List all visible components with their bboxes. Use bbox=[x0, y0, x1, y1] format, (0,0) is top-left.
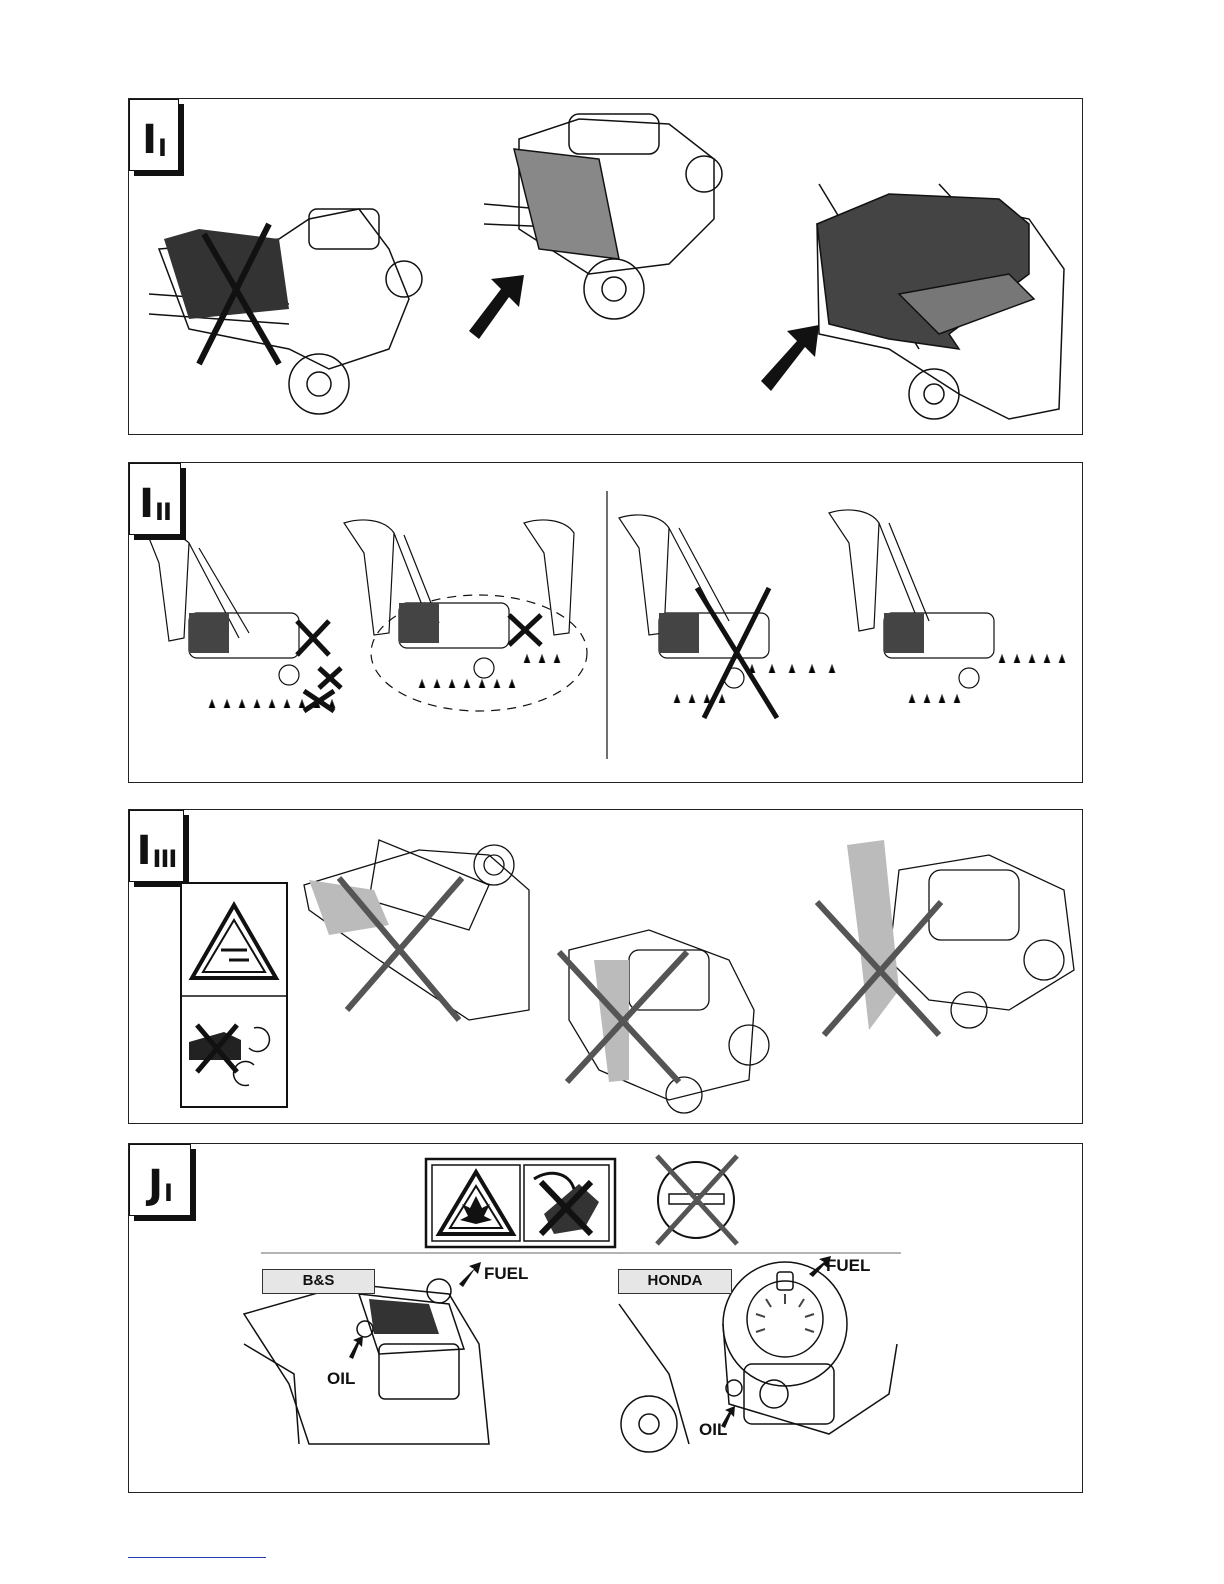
bs-engine bbox=[244, 1279, 489, 1444]
honda-fuel-label: FUEL bbox=[826, 1256, 870, 1276]
arrow-icon bbox=[469, 275, 524, 339]
no-smoking-icon bbox=[657, 1156, 737, 1244]
arrow-icon bbox=[761, 325, 819, 391]
honda-label: HONDA bbox=[618, 1269, 732, 1294]
arrow-icon bbox=[349, 1256, 831, 1428]
illustration-fuel-oil bbox=[129, 1144, 1083, 1493]
prohibited-cross-icon bbox=[339, 878, 941, 1082]
bs-label: B&S bbox=[262, 1269, 375, 1294]
illustration-mower-cover bbox=[129, 99, 1083, 435]
illustration-mowing-grass bbox=[129, 463, 1083, 783]
prohibited-cross-icon bbox=[297, 588, 777, 718]
honda-oil-label: OIL bbox=[699, 1420, 727, 1440]
footer-link-line bbox=[128, 1557, 266, 1558]
bs-oil-label: OIL bbox=[327, 1369, 355, 1389]
illustration-blade-danger bbox=[129, 810, 1083, 1124]
honda-fan-slots bbox=[756, 1294, 814, 1332]
bs-fuel-label: FUEL bbox=[484, 1264, 528, 1284]
